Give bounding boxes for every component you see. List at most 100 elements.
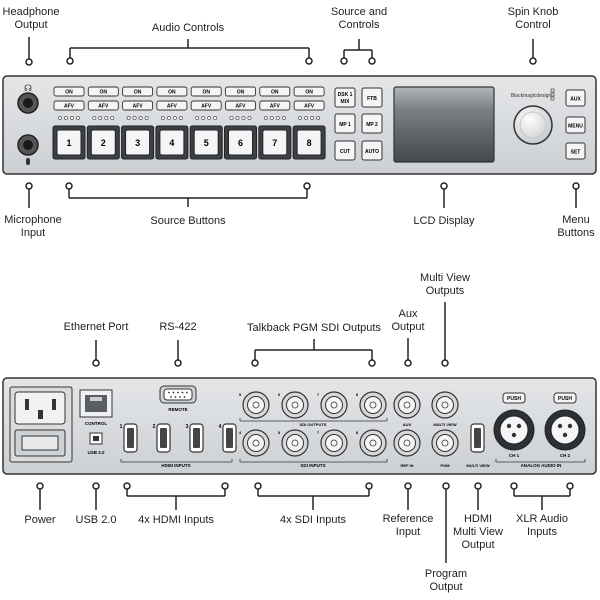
sdi-input-3-pin xyxy=(330,439,338,447)
hdmi-multiview-output-label: HDMI Multi View Output xyxy=(448,513,508,552)
source-button-5[interactable] xyxy=(193,129,219,156)
rs422-port: REMOTE xyxy=(159,385,197,412)
usb-port: USB 2.0 xyxy=(87,432,105,455)
spin-knob[interactable] xyxy=(513,105,553,145)
cut-button[interactable] xyxy=(334,140,356,161)
hdmi-input-1: 1 xyxy=(120,423,138,453)
level-led xyxy=(195,116,200,120)
svg-text:☊: ☊ xyxy=(24,83,32,93)
source-button-8[interactable] xyxy=(296,129,322,156)
level-led xyxy=(126,116,131,120)
mp1-button[interactable] xyxy=(334,113,356,134)
level-led xyxy=(213,116,218,120)
source-button-7[interactable] xyxy=(262,129,288,156)
afv-label-7: AFV xyxy=(270,104,281,110)
ref-in-bnc xyxy=(393,429,421,457)
level-led xyxy=(92,116,97,120)
on-button-5[interactable] xyxy=(190,86,222,97)
afv-button-1[interactable] xyxy=(53,100,85,111)
sdi-input-number-1: 4 xyxy=(239,430,242,435)
audio-controls-label: Audio Controls xyxy=(151,22,225,34)
afv-button-7[interactable] xyxy=(259,100,291,111)
on-button-7[interactable] xyxy=(259,86,291,97)
microphone-input-line1: Microphone xyxy=(4,214,62,226)
source-button-1[interactable] xyxy=(56,129,82,156)
source-button-2[interactable] xyxy=(90,129,116,156)
ftb-button[interactable] xyxy=(361,87,383,108)
afv-button-6[interactable] xyxy=(225,100,256,111)
aux-button[interactable] xyxy=(565,89,586,107)
afv-button-3[interactable] xyxy=(122,100,154,111)
source-button-3[interactable] xyxy=(125,129,151,156)
push-tab-ch2[interactable] xyxy=(553,392,577,404)
dsk1-mix-button[interactable] xyxy=(334,87,356,108)
on-label-8: ON xyxy=(305,90,313,96)
set-button[interactable] xyxy=(565,142,586,160)
afv-label-1: AFV xyxy=(64,104,75,110)
sdi-output-8 xyxy=(359,391,387,419)
on-label-6: ON xyxy=(237,90,245,96)
level-led xyxy=(98,116,103,120)
usb-small-label: USB 2.0 xyxy=(87,450,105,455)
level-led xyxy=(298,116,303,120)
afv-button-8[interactable] xyxy=(293,100,325,111)
sdi-output-7 xyxy=(320,391,348,419)
afv-button-2[interactable] xyxy=(87,100,119,111)
hdmi-mv-line2: Multi View xyxy=(453,526,503,538)
menu-buttons-line1: Menu xyxy=(562,214,590,226)
source-number-8: 8 xyxy=(307,138,312,148)
front-callout-lines xyxy=(25,37,580,208)
level-led xyxy=(104,116,109,120)
pgm-bnc xyxy=(431,429,459,457)
ref-in-bnc-pin xyxy=(403,439,411,447)
ftb-label: FTB xyxy=(367,96,377,102)
analog-audio-in-small-label: ANALOG AUDIO IN xyxy=(521,463,562,468)
menu-button[interactable] xyxy=(565,116,586,134)
hdmi-input-4: 4 xyxy=(219,423,237,453)
on-button-6[interactable] xyxy=(225,86,256,97)
source-and-controls-label: Source and Controls xyxy=(319,6,399,32)
talkback-pgm-label: Talkback PGM SDI Outputs xyxy=(247,322,381,334)
level-led xyxy=(207,116,212,120)
on-button-3[interactable] xyxy=(122,86,154,97)
on-button-2[interactable] xyxy=(87,86,119,97)
on-button-4[interactable] xyxy=(156,86,188,97)
rs422-label: RS-422 xyxy=(159,321,197,333)
usb-label: USB 2.0 xyxy=(75,514,117,526)
level-led xyxy=(316,116,321,120)
aux-multiview-ref-pgm xyxy=(393,391,459,457)
source-button-4[interactable] xyxy=(159,129,185,156)
sdi-output-number-8: 8 xyxy=(356,392,359,397)
cut-label: CUT xyxy=(340,149,350,155)
aux-bnc-pin xyxy=(403,401,411,409)
source-number-4: 4 xyxy=(169,138,174,148)
source-button-6[interactable] xyxy=(228,129,253,156)
xlr-audio-inputs-label: XLR Audio Inputs xyxy=(507,513,577,539)
auto-button[interactable] xyxy=(361,140,383,161)
level-led xyxy=(269,116,274,120)
level-led xyxy=(247,116,252,120)
mix-label: MIX xyxy=(341,99,351,105)
xlr-ch2-small-label: CH 2 xyxy=(560,453,571,458)
mp2-button[interactable] xyxy=(361,113,383,134)
sdi-input-2-pin xyxy=(291,439,299,447)
hdmi-number-2: 2 xyxy=(153,424,156,430)
aux-bnc xyxy=(393,391,421,419)
on-label-4: ON xyxy=(168,90,176,96)
power-connector xyxy=(9,386,73,463)
push-tab-ch1[interactable] xyxy=(502,392,526,404)
microphone-input-line2: Input xyxy=(20,227,46,239)
on-button-1[interactable] xyxy=(53,86,85,97)
xlr-line2: Inputs xyxy=(527,526,557,538)
afv-label-2: AFV xyxy=(98,104,109,110)
on-label-7: ON xyxy=(271,90,279,96)
afv-button-5[interactable] xyxy=(190,100,222,111)
afv-button-4[interactable] xyxy=(156,100,188,111)
sdi-output-number-6: 6 xyxy=(278,392,281,397)
hdmi-inputs-small-label: HDMI INPUTS xyxy=(161,463,190,468)
on-button-8[interactable] xyxy=(293,86,325,97)
